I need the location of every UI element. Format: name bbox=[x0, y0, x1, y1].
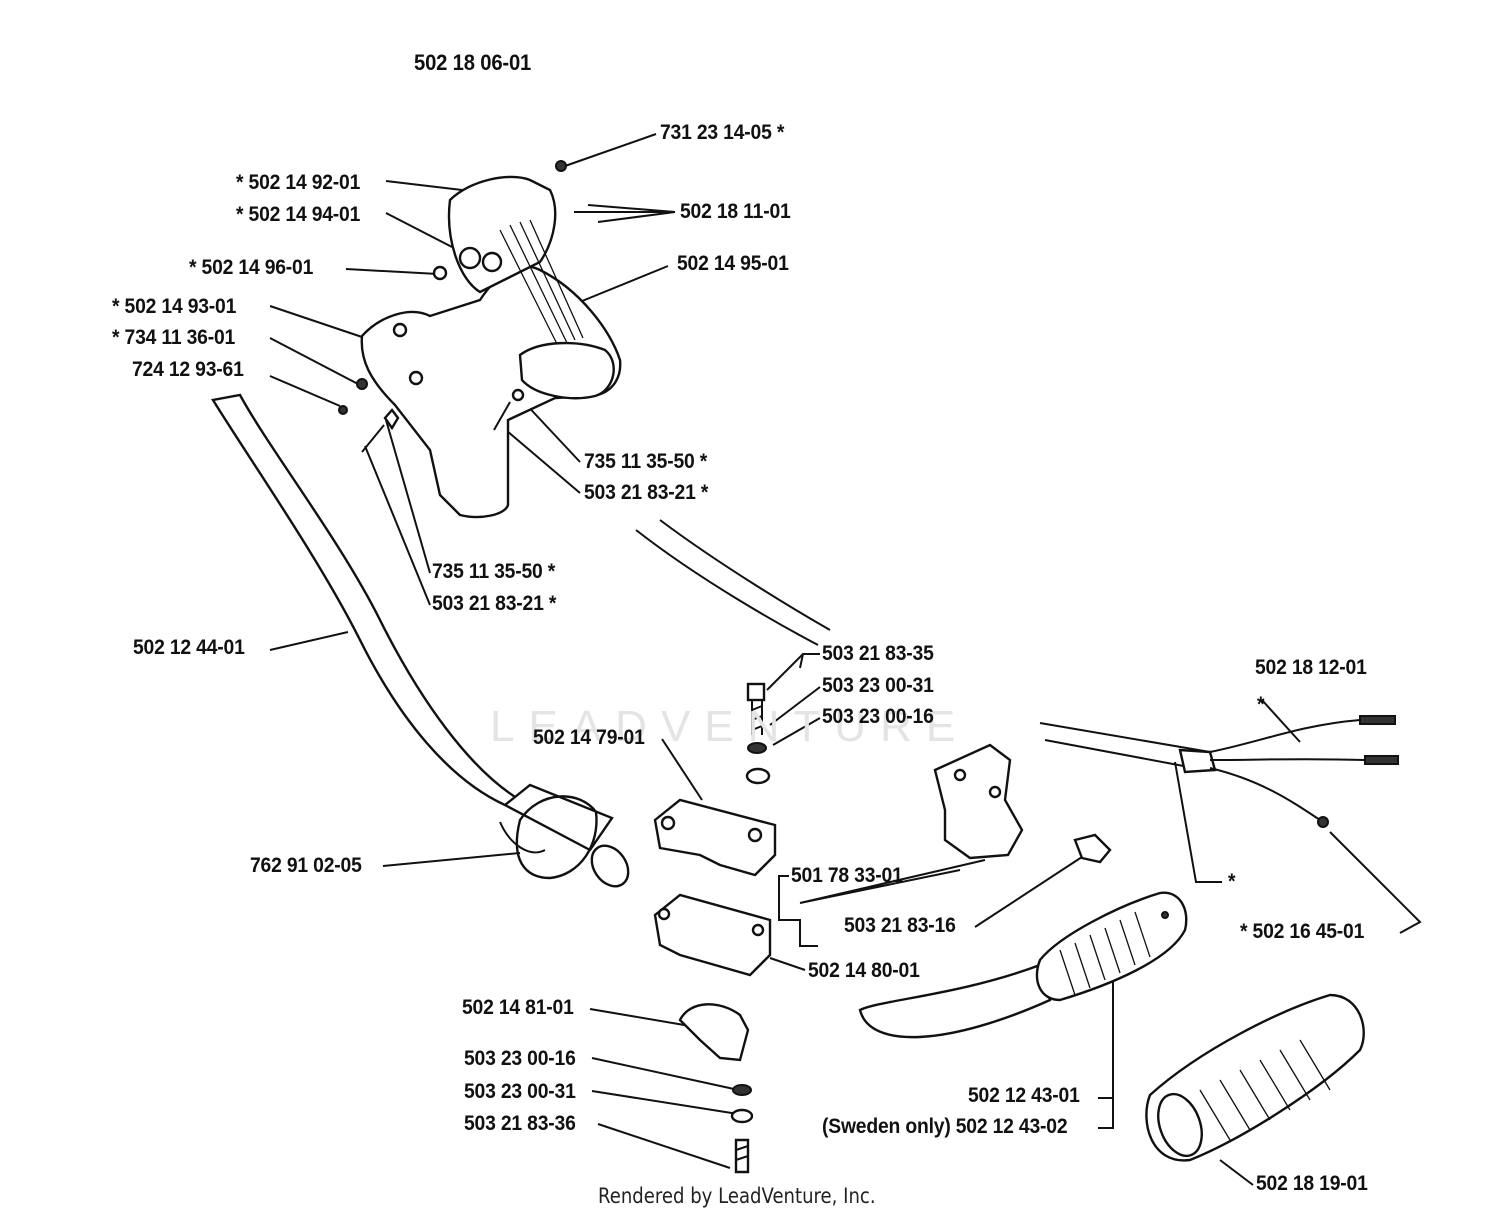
leader-lines bbox=[269, 133, 1422, 1186]
part-label: 503 23 00-16 bbox=[822, 705, 934, 728]
part-label: 735 11 35-50 * bbox=[584, 450, 708, 473]
part-label: 502 14 81-01 bbox=[462, 996, 574, 1019]
part-label: 502 12 43-01 bbox=[968, 1084, 1080, 1107]
part-label: * bbox=[1228, 870, 1236, 893]
part-label: 502 18 12-01 bbox=[1255, 656, 1367, 679]
part-label: * bbox=[1257, 693, 1265, 716]
part-label: 503 21 83-35 bbox=[822, 642, 934, 665]
part-label: 724 12 93-61 bbox=[132, 358, 244, 381]
part-label: 502 14 79-01 bbox=[533, 726, 645, 749]
footer-credit: Rendered by LeadVenture, Inc. bbox=[598, 1184, 876, 1208]
part-label: 503 21 83-36 bbox=[464, 1112, 576, 1135]
part-label: 503 23 00-31 bbox=[822, 674, 934, 697]
watermark: LEADVENTURE bbox=[490, 702, 970, 751]
part-label: 503 23 00-31 bbox=[464, 1080, 576, 1103]
part-label: 731 23 14-05 * bbox=[660, 121, 785, 144]
part-label: * 502 14 92-01 bbox=[236, 171, 361, 194]
part-label: * 502 16 45-01 bbox=[1240, 920, 1365, 943]
part-label: 502 18 19-01 bbox=[1256, 1172, 1368, 1195]
cable-harness bbox=[1039, 715, 1399, 828]
grip-handle bbox=[858, 891, 1365, 1162]
part-label: 503 21 83-21 * bbox=[432, 592, 557, 615]
clamp-assembly bbox=[653, 682, 777, 1174]
part-label: 503 21 83-21 * bbox=[584, 481, 709, 504]
clip bbox=[933, 743, 1112, 864]
diagram-title: 502 18 06-01 bbox=[414, 50, 532, 75]
part-label: * 734 11 36-01 bbox=[112, 326, 236, 349]
handle-tube bbox=[211, 393, 630, 888]
part-label: 502 14 95-01 bbox=[677, 252, 789, 275]
part-label: * 502 14 94-01 bbox=[236, 203, 361, 226]
part-label: * 502 14 96-01 bbox=[189, 256, 314, 279]
part-label: (Sweden only) 502 12 43-02 bbox=[822, 1115, 1068, 1138]
part-label: 501 78 33-01 bbox=[791, 864, 903, 887]
throttle-housing bbox=[360, 160, 622, 519]
housing-fasteners bbox=[338, 378, 525, 453]
part-label: 503 21 83-16 bbox=[844, 914, 956, 937]
part-label: 503 23 00-16 bbox=[464, 1047, 576, 1070]
part-label: 502 18 11-01 bbox=[680, 200, 791, 223]
part-label: 735 11 35-50 * bbox=[432, 560, 556, 583]
part-label: 502 12 44-01 bbox=[133, 636, 245, 659]
part-label: 762 91 02-05 bbox=[250, 854, 362, 877]
part-label: 502 14 80-01 bbox=[808, 959, 920, 982]
part-label: * 502 14 93-01 bbox=[112, 295, 237, 318]
